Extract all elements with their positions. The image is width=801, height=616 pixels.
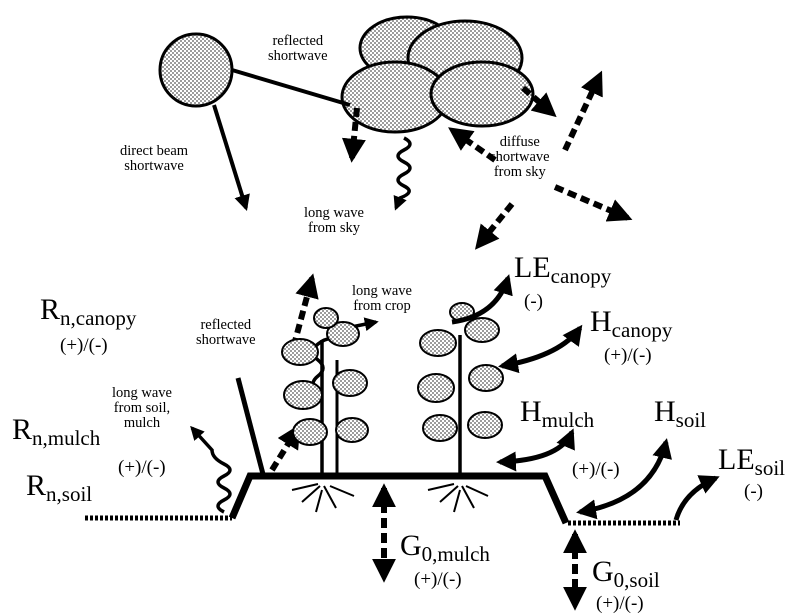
h-canopy-label: Hcanopy (590, 306, 672, 341)
direct-beam-arrow (214, 105, 246, 208)
reflected-shortwave-line (232, 70, 350, 105)
g0-soil-sign: (+)/(-) (596, 594, 644, 614)
le-canopy-sign: (-) (524, 292, 543, 312)
reflected-shortwave-label-mid: reflected shortwave (196, 318, 256, 348)
longwave-soil-squiggle (192, 428, 230, 512)
le-canopy-label: LEcanopy (514, 252, 611, 287)
diffuse-shortwave-label: diffuse shortwave from sky (490, 135, 550, 181)
le-soil-sign: (-) (744, 482, 763, 502)
h-canopy-arrow (502, 328, 580, 366)
h-canopy-sign: (+)/(-) (604, 346, 652, 366)
g0-soil-label: G0,soil (592, 556, 660, 591)
rn-soil-label: Rn,soil (26, 470, 92, 505)
h-mulch-label: Hmulch (520, 396, 594, 431)
longwave-sky-label: long wave from sky (304, 206, 364, 236)
mulch-bed (232, 476, 566, 523)
longwave-soil-label: long wave from soil, mulch (112, 386, 172, 432)
rn-canopy-label: Rn,canopy (40, 294, 136, 329)
le-soil-label: LEsoil (718, 444, 785, 479)
h-mulch-sign: (+)/(-) (572, 460, 620, 480)
g0-mulch-label: G0,mulch (400, 530, 490, 565)
le-soil-arrow (676, 478, 716, 520)
rn-mulch-sign: (+)/(-) (118, 458, 166, 478)
direct-beam-label: direct beam shortwave (120, 144, 188, 174)
sun-icon (160, 34, 232, 106)
plant-right (418, 303, 503, 512)
cloud-icon (342, 17, 533, 132)
h-mulch-arrow (500, 432, 572, 462)
rn-canopy-sign: (+)/(-) (60, 336, 108, 356)
longwave-crop-label: long wave from crop (352, 284, 412, 314)
reflected-shortwave-label-top: reflected shortwave (268, 34, 328, 64)
h-soil-label: Hsoil (654, 396, 706, 431)
reflected-shortwave-mid-line (238, 378, 264, 478)
longwave-sky-squiggle (396, 138, 410, 208)
g0-mulch-sign: (+)/(-) (414, 570, 462, 590)
rn-mulch-label: Rn,mulch (12, 414, 100, 449)
